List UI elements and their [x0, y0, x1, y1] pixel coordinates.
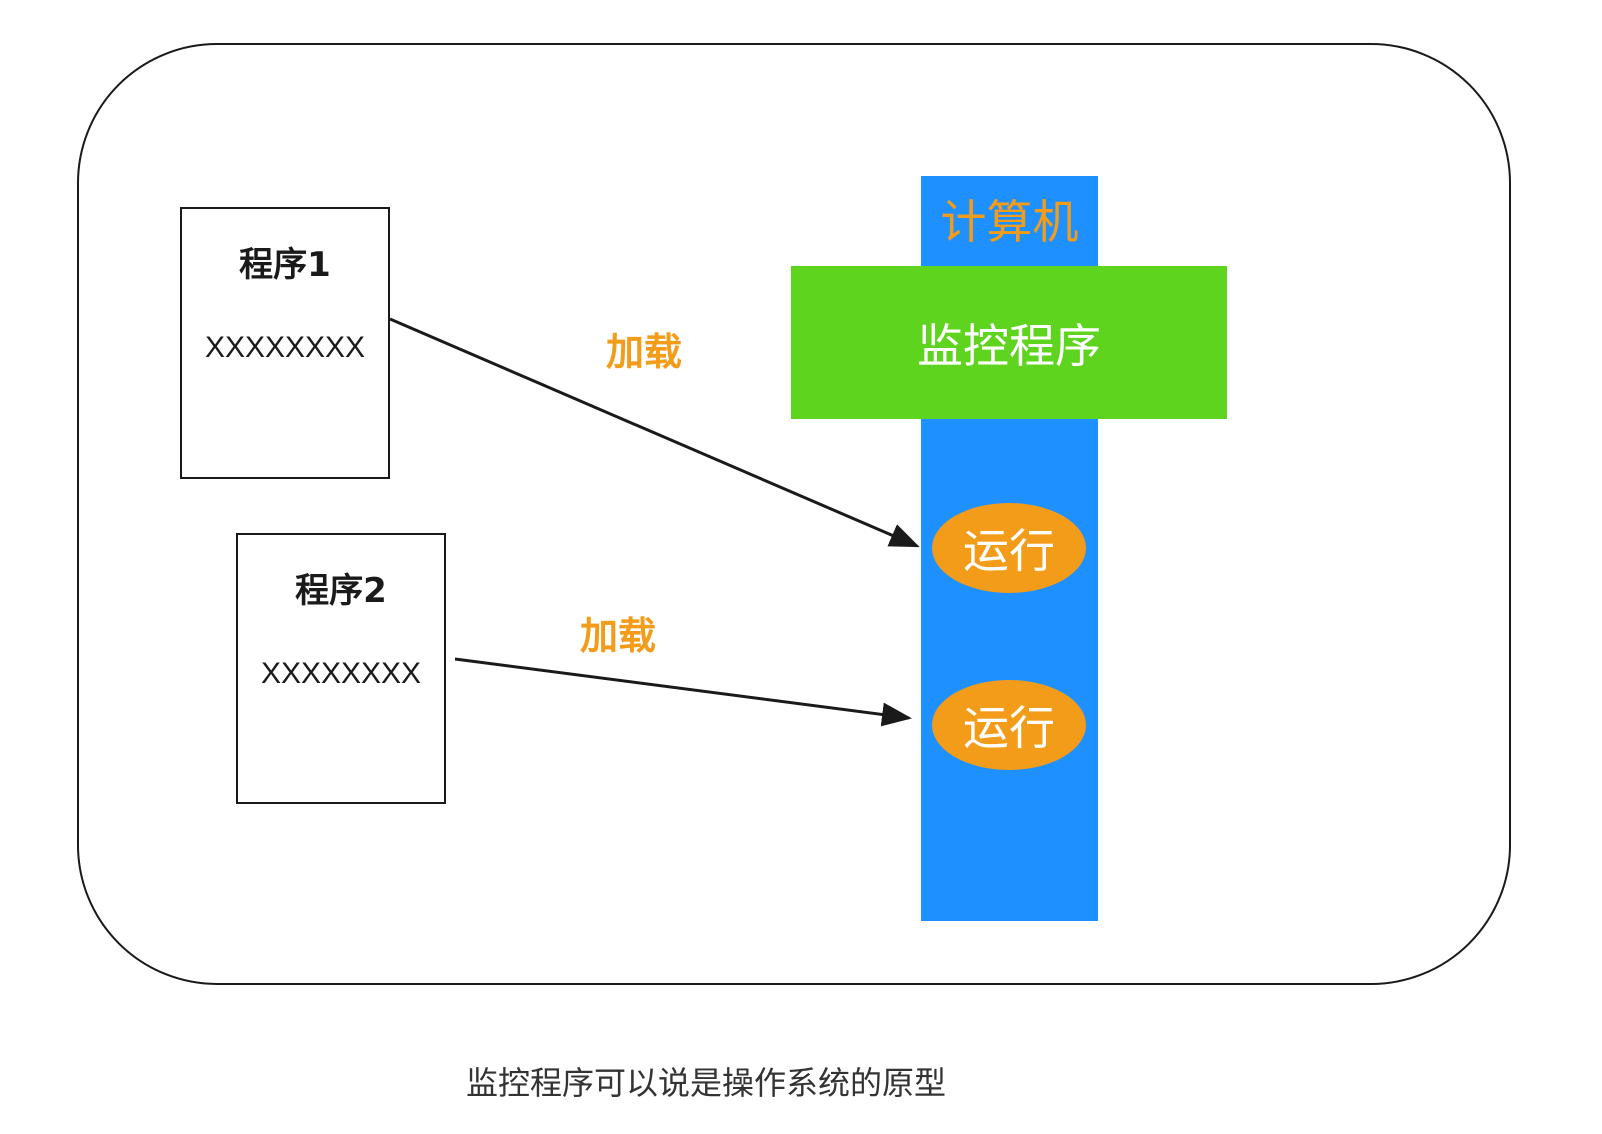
run-node-1-label: 运行: [963, 524, 1055, 578]
run-node-1: 运行: [932, 503, 1086, 593]
program-2-title: 程序2: [295, 571, 387, 611]
program-1-title: 程序1: [239, 245, 331, 285]
run-node-2-label: 运行: [963, 701, 1055, 755]
caption: 监控程序可以说是操作系统的原型: [465, 1064, 946, 1102]
program-2-box: 程序2 XXXXXXXX: [236, 533, 446, 804]
program-2-body: XXXXXXXX: [260, 657, 422, 690]
monitor-program-block: 监控程序: [791, 266, 1227, 419]
computer-label: 计算机: [940, 195, 1079, 249]
program-1-body: XXXXXXXX: [204, 331, 366, 364]
diagram-frame: [77, 43, 1511, 985]
run-node-2: 运行: [932, 680, 1086, 770]
program-1-box: 程序1 XXXXXXXX: [180, 207, 390, 479]
load-label-1: 加载: [606, 330, 683, 374]
monitor-program-label: 监控程序: [917, 318, 1101, 373]
load-label-2: 加载: [580, 614, 657, 658]
